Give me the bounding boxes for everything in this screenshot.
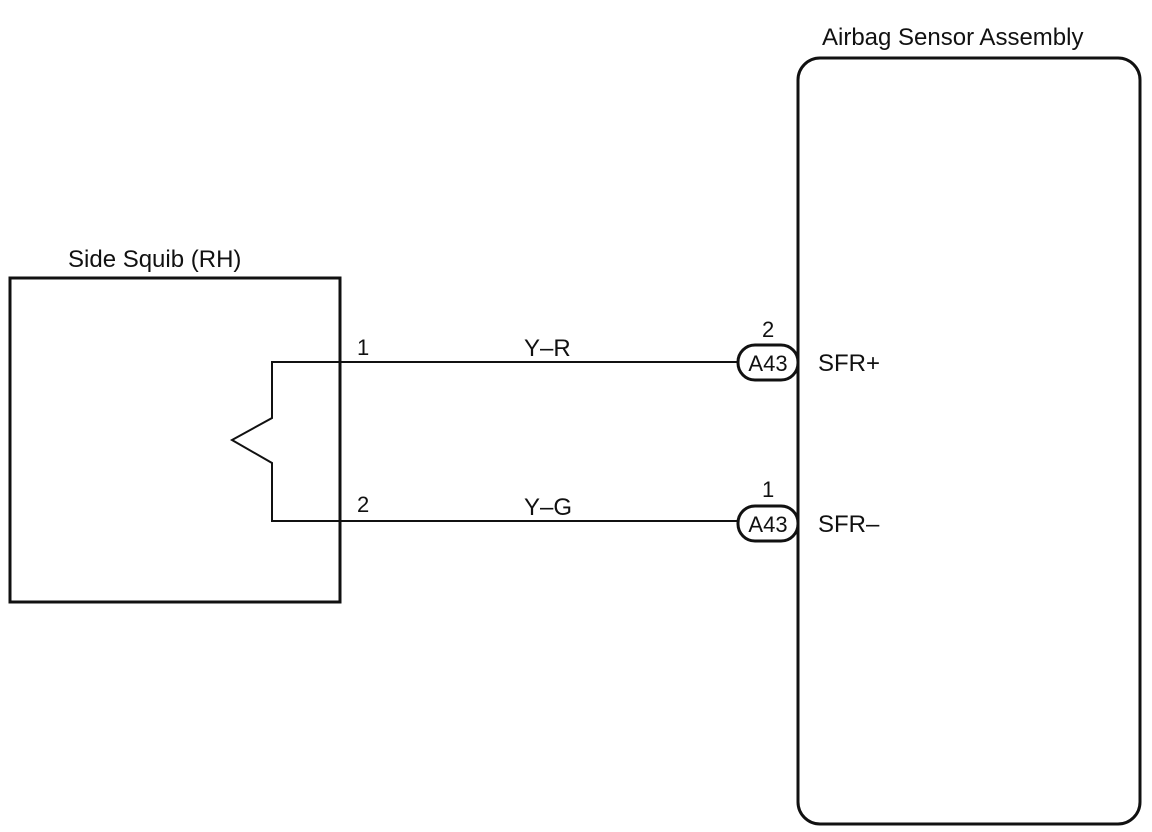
squib-element xyxy=(229,361,340,522)
wire-color-y-r: Y–R xyxy=(524,335,571,362)
connector-pin-2: 2 xyxy=(762,317,774,342)
sensor-title: Airbag Sensor Assembly xyxy=(822,24,1083,51)
connector-a43-top-label: A43 xyxy=(748,351,787,376)
squib-box xyxy=(8,276,342,604)
connector-a43-bottom-label: A43 xyxy=(748,512,787,537)
squib-pin-2: 2 xyxy=(357,492,369,517)
connector-a43-bottom xyxy=(736,504,800,543)
terminal-sfr-minus: SFR– xyxy=(818,511,880,538)
connector-pin-1: 1 xyxy=(762,477,774,502)
wire-color-y-g: Y–G xyxy=(524,494,572,521)
squib-title: Side Squib (RH) xyxy=(68,246,241,273)
terminal-sfr-plus: SFR+ xyxy=(818,350,880,377)
squib-pin-1: 1 xyxy=(357,335,369,360)
sensor-box xyxy=(796,56,1142,826)
connector-a43-top xyxy=(736,343,800,382)
